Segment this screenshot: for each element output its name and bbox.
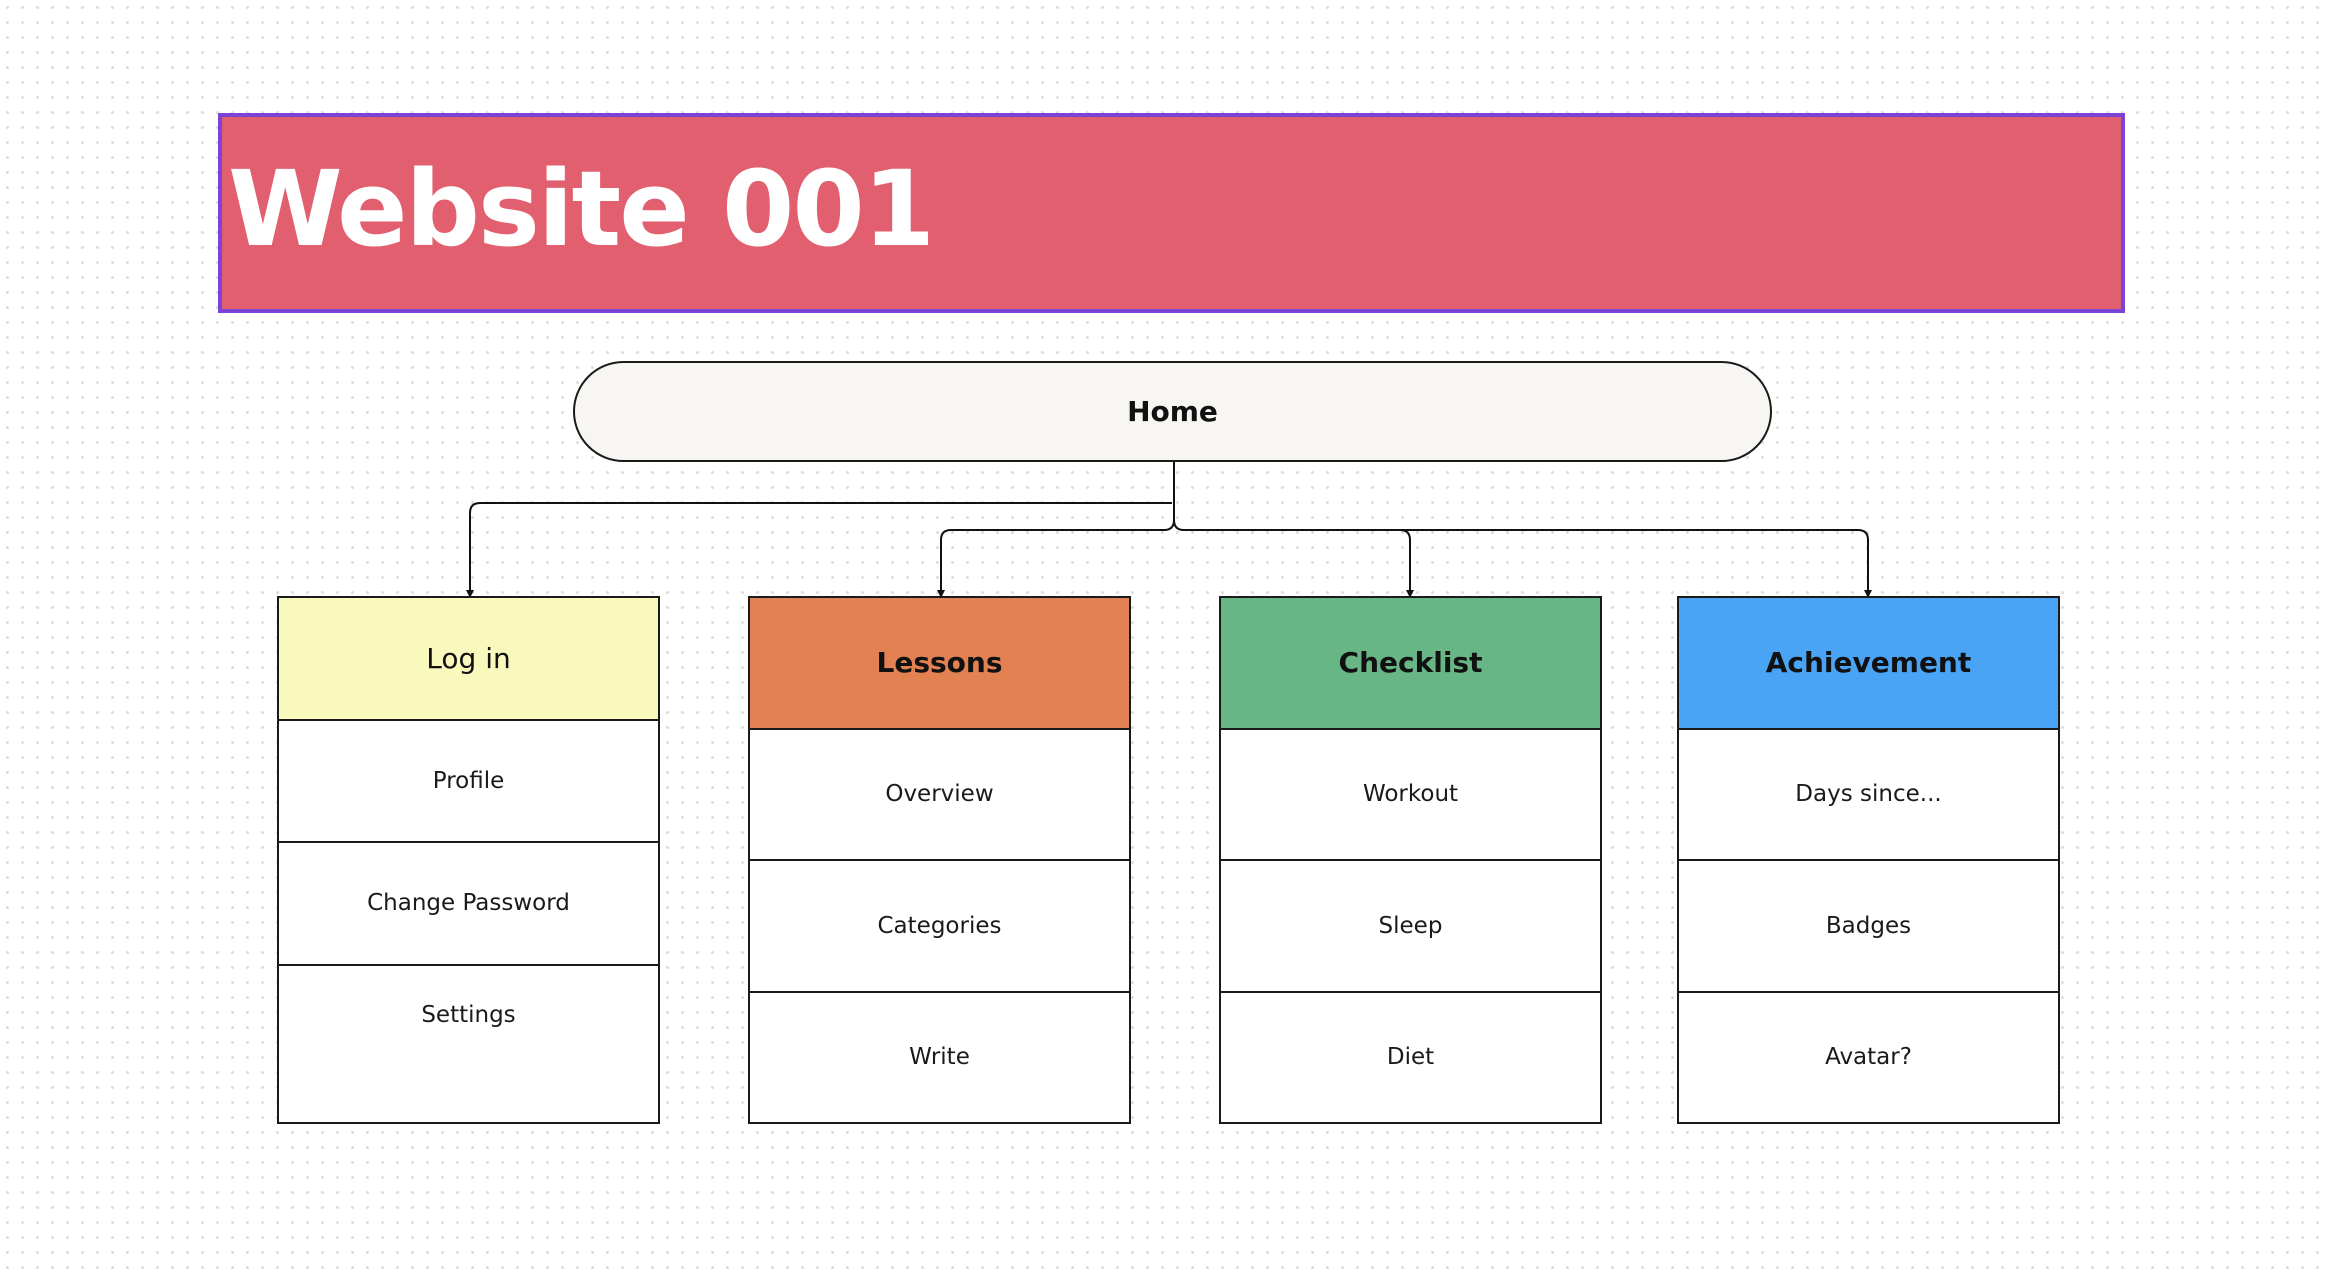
item-settings[interactable]: Settings	[421, 1001, 516, 1028]
column-checklist: Checklist Workout Sleep Diet	[1219, 596, 1602, 1124]
item-workout[interactable]: Workout	[1221, 730, 1600, 861]
connector-home-stem	[937, 462, 1175, 598]
connector-checklist	[1173, 519, 1414, 598]
header-lessons[interactable]: Lessons	[750, 598, 1129, 730]
column-lessons: Lessons Overview Categories Write	[748, 596, 1131, 1124]
title-banner[interactable]: Website 001	[218, 113, 2125, 313]
item-diet[interactable]: Diet	[1386, 1044, 1435, 1071]
item-overview[interactable]: Overview	[750, 730, 1129, 861]
column-login: Log in Profile Change Password Settings	[277, 596, 660, 1124]
item-write[interactable]: Write	[909, 1044, 970, 1071]
item-change-password[interactable]: Change Password	[279, 843, 658, 966]
header-checklist[interactable]: Checklist	[1221, 598, 1600, 730]
column-achievement: Achievement Days since... Badges Avatar?	[1677, 596, 2060, 1124]
page-title: Website 001	[228, 148, 935, 270]
item-avatar[interactable]: Avatar?	[1825, 1044, 1912, 1071]
item-badges[interactable]: Badges	[1679, 861, 2058, 993]
item-categories[interactable]: Categories	[750, 861, 1129, 993]
connector-login	[466, 502, 1172, 598]
item-sleep[interactable]: Sleep	[1221, 861, 1600, 993]
item-profile[interactable]: Profile	[279, 721, 658, 843]
home-node[interactable]: Home	[573, 361, 1772, 462]
header-achievement[interactable]: Achievement	[1679, 598, 2058, 730]
connector-achievement	[1400, 529, 1872, 598]
home-label: Home	[1127, 395, 1218, 428]
header-login[interactable]: Log in	[279, 598, 658, 721]
item-days-since[interactable]: Days since...	[1679, 730, 2058, 861]
